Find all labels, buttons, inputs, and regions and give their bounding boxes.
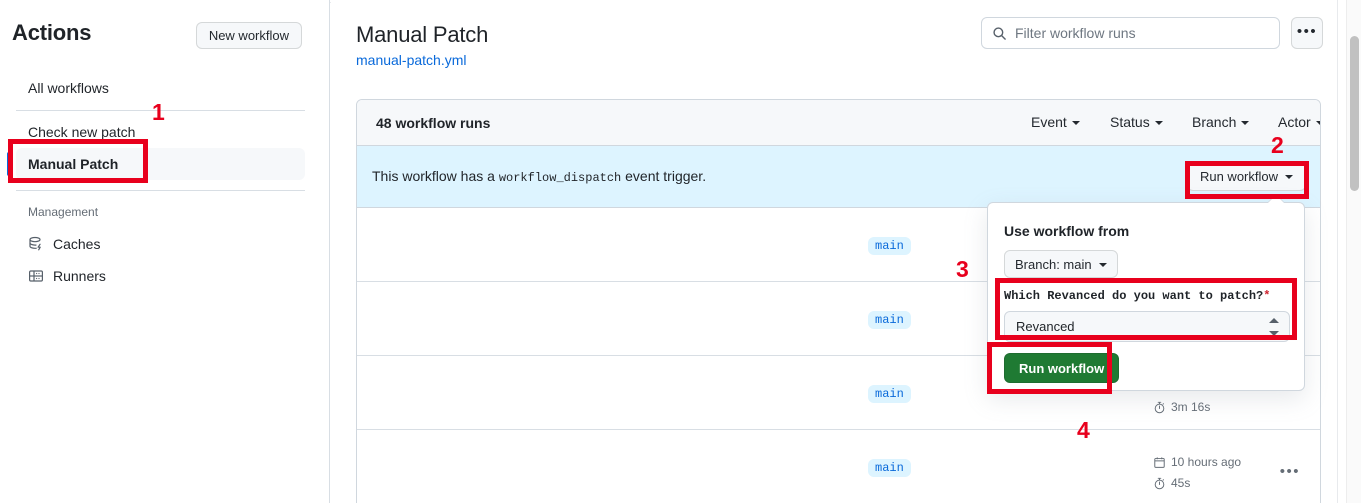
chevron-down-icon (1315, 121, 1320, 125)
sidebar-item-label: Check new patch (28, 124, 136, 140)
filter-actor[interactable]: Actor (1278, 114, 1320, 130)
filter-event[interactable]: Event (1031, 114, 1080, 130)
dispatch-banner-text: This workflow has a workflow_dispatch ev… (372, 168, 706, 185)
kebab-icon: ••• (1296, 22, 1318, 40)
filter-branch-label: Branch (1192, 114, 1237, 130)
dispatch-event-code: workflow_dispatch (498, 171, 622, 185)
revanced-select[interactable]: Revanced (1004, 311, 1290, 342)
chevron-down-icon (1241, 121, 1250, 125)
database-cache-icon (28, 236, 44, 252)
filter-branch[interactable]: Branch (1192, 114, 1250, 130)
actions-sidebar: Actions New workflow All workflows Check… (0, 0, 330, 503)
stopwatch-icon (1152, 476, 1166, 490)
run-workflow-button-label: Run workflow (1199, 168, 1278, 184)
stopwatch-icon (1152, 400, 1166, 414)
workflow-input-label: Which Revanced do you want to patch?* (1004, 289, 1270, 303)
branch-badge[interactable]: main (868, 385, 911, 403)
page-title-actions: Actions (12, 20, 92, 45)
sidebar-divider-2 (16, 190, 305, 191)
sidebar-item-manual-patch[interactable]: Manual Patch (7, 148, 305, 180)
branch-badge[interactable]: main (868, 459, 911, 477)
filter-event-label: Event (1031, 114, 1067, 130)
workflow-dispatch-banner: This workflow has a workflow_dispatch ev… (357, 146, 1320, 208)
sidebar-item-all-workflows[interactable]: All workflows (16, 72, 305, 104)
page-right-gutter (1337, 0, 1346, 503)
sidebar-item-label: All workflows (28, 80, 109, 96)
vertical-scrollbar[interactable] (1346, 0, 1361, 503)
filter-status-label: Status (1110, 114, 1150, 130)
use-workflow-from-label: Use workflow from (1004, 223, 1130, 239)
workflow-file-link[interactable]: manual-patch.yml (356, 52, 467, 68)
sidebar-divider-1 (16, 110, 305, 111)
search-input[interactable] (1015, 25, 1265, 41)
filter-status[interactable]: Status (1110, 114, 1163, 130)
dispatch-suffix: event trigger. (625, 168, 707, 184)
revanced-select-value: Revanced (1016, 319, 1075, 334)
workflow-runs-count: 48 workflow runs (376, 115, 491, 131)
branch-badge[interactable]: main (868, 237, 911, 255)
run-workflow-dropdown-panel: Use workflow from Branch: main Which Rev… (987, 194, 1305, 391)
sidebar-item-runners[interactable]: Runners (16, 261, 305, 291)
sidebar-section-management: Management (28, 205, 99, 219)
sidebar-item-label: Runners (53, 268, 106, 284)
row-overflow-menu-button[interactable]: ••• (1279, 463, 1300, 480)
chevron-down-icon (1154, 121, 1163, 125)
select-stepper-icon (1269, 318, 1279, 336)
run-duration: 3m 16s (1152, 400, 1210, 414)
sidebar-item-check-new-patch[interactable]: Check new patch (16, 116, 305, 148)
branch-badge[interactable]: main (868, 311, 911, 329)
run-workflow-dropdown-button[interactable]: Run workflow (1186, 161, 1306, 191)
server-rack-icon (28, 268, 44, 284)
panel-caret (1267, 195, 1285, 204)
filter-actor-label: Actor (1278, 114, 1311, 130)
branch-selector-button[interactable]: Branch: main (1004, 250, 1118, 278)
dispatch-prefix: This workflow has a (372, 168, 495, 184)
workflow-runs-header: 48 workflow runs Event Status Branch Act… (357, 100, 1320, 146)
run-duration-label: 45s (1171, 476, 1191, 490)
table-row[interactable]: main 10 hours ago (357, 430, 1320, 503)
chevron-down-icon (1071, 121, 1080, 125)
required-asterisk: * (1263, 289, 1271, 303)
run-timestamp-label: 10 hours ago (1171, 455, 1242, 469)
run-duration: 45s (1152, 476, 1190, 490)
sidebar-item-caches[interactable]: Caches (16, 229, 305, 259)
sidebar-item-label: Manual Patch (28, 156, 119, 172)
workflow-title: Manual Patch (356, 22, 489, 47)
chevron-down-icon (1098, 263, 1107, 267)
run-timestamp: 10 hours ago (1152, 455, 1241, 469)
filter-workflow-runs-search[interactable] (981, 17, 1280, 49)
submit-run-workflow-button[interactable]: Run workflow (1004, 353, 1120, 383)
chevron-down-icon (1285, 175, 1293, 179)
workflow-overflow-menu-button[interactable]: ••• (1291, 17, 1323, 49)
run-duration-label: 3m 16s (1171, 400, 1211, 414)
sidebar-item-label: Caches (53, 236, 101, 252)
search-icon (991, 25, 1007, 41)
workflow-input-label-text: Which Revanced do you want to patch? (1004, 289, 1264, 303)
new-workflow-button[interactable]: New workflow (195, 22, 302, 49)
sidebar-header: Actions New workflow (12, 20, 317, 52)
branch-selector-label: Branch: main (1015, 256, 1092, 272)
scrollbar-thumb[interactable] (1350, 36, 1359, 191)
calendar-icon (1152, 455, 1166, 469)
